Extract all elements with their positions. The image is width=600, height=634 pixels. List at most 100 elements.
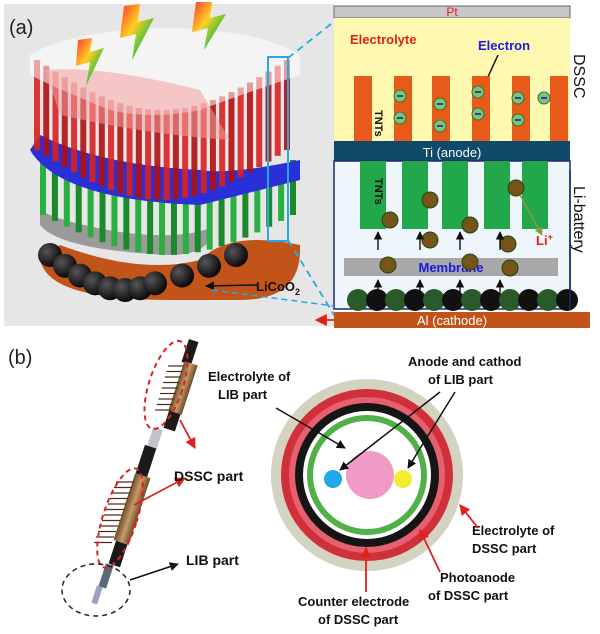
green-rod-3d (206, 194, 213, 250)
green-tnt-bar (484, 161, 510, 229)
licoo2-arrow (205, 281, 259, 291)
lithium-ions: +++++++++ (379, 179, 525, 277)
green-rod-3d (63, 171, 70, 227)
lib-anode-dot (324, 470, 342, 488)
red-rod-3d (163, 109, 170, 200)
fiber-segment (108, 540, 128, 568)
li-ion-particle (501, 259, 519, 277)
fiber-segment (181, 339, 199, 365)
ion-arrows (373, 194, 543, 296)
li-ion-plus-sign: + (467, 257, 473, 269)
lightning-bolt-icon (192, 2, 226, 50)
licoo2-ball-3d (170, 263, 194, 288)
licoo2-particle (480, 289, 502, 311)
red-rod-3d (108, 100, 115, 191)
li-ion-particle (461, 253, 479, 271)
green-rod-3d (170, 199, 177, 255)
green-rod-3d (75, 177, 82, 233)
red-rod-3d (117, 103, 124, 194)
lightning-bolt-icon (76, 38, 104, 86)
licoo2-label: LiCoO2 (256, 279, 300, 297)
green-rod-3d (111, 191, 118, 247)
green-rod-3d (40, 160, 46, 215)
ti-anode-label: Ti (anode) (423, 145, 482, 160)
green-rod-3d (194, 197, 201, 253)
red-rod-3d (43, 65, 50, 156)
licoo2-ball-3d (143, 271, 167, 296)
red-rod-3d (71, 82, 78, 173)
panel-b-label: (b) (8, 347, 32, 369)
red-rod-3d (237, 87, 244, 178)
al-cathode-label: Al (cathode) (417, 313, 487, 328)
li-battery-side-label: Li-battery (570, 186, 587, 253)
green-rod-3d (99, 187, 106, 243)
red-rod-3d (219, 96, 226, 187)
photoanode-arrow (419, 529, 441, 573)
licoo2-link (211, 289, 335, 307)
transparent-cover-3d (45, 69, 230, 140)
green-rod-3d (159, 199, 166, 255)
dssc-part-highlight-top (143, 339, 189, 431)
fiber-segment (168, 361, 198, 415)
fiber-segment (91, 585, 103, 605)
licoo2-particle (404, 289, 426, 311)
green-rod-3d (290, 160, 296, 215)
green-rod-3d (218, 191, 225, 247)
electrolyte-region (334, 18, 570, 142)
green-rod-3d (230, 187, 237, 243)
li-ion-plus-sign: + (507, 263, 513, 275)
red-rod-3d (98, 96, 105, 187)
orange-tnt-bar (512, 76, 530, 142)
li-ion-plus-sign: + (427, 235, 433, 247)
green-rod-3d (123, 194, 130, 250)
licoo2-particle (442, 289, 464, 311)
licoo2-particle (499, 289, 521, 311)
licoo2-particle (385, 289, 407, 311)
li-ion-plus-sign: + (427, 195, 433, 207)
fiber-segment (147, 426, 163, 450)
li-ion-plus-sign: + (385, 260, 391, 272)
green-rod-3d (182, 198, 189, 254)
red-rod-3d (191, 105, 198, 196)
orange-tnt-bar (550, 76, 568, 142)
red-rod-3d (172, 109, 179, 200)
red-rod-3d (246, 82, 253, 173)
licoo2-ball-3d (197, 253, 221, 278)
green-tnt-bar (522, 161, 548, 229)
lib-cathode-dot (394, 470, 412, 488)
fiber-segment (163, 410, 181, 432)
lib-part-highlight (61, 563, 131, 617)
panel-a-3d-illustration: LiCoO2 (a) (4, 2, 334, 326)
orange-tnt-bar (354, 76, 372, 142)
li-ion-plus-sign: + (505, 239, 511, 251)
electrolyte-dssc-arrow (459, 504, 479, 529)
electron-label: Electron (478, 38, 530, 53)
red-rod-3d (89, 92, 96, 183)
green-tnt-rods-3d (40, 160, 296, 255)
red-rod-3d (52, 71, 59, 162)
dssc-arrow-bottom (133, 477, 186, 506)
electrolyte-label: Electrolyte (350, 32, 416, 47)
lib-arrow (129, 562, 179, 581)
green-rod-3d (278, 165, 285, 221)
li-ion-particle (507, 179, 525, 197)
red-rod-3d (228, 92, 235, 183)
dssc-part-label: DSSC part (174, 468, 244, 484)
red-rod-3d (256, 77, 263, 168)
dssc-side-label: DSSC (570, 54, 587, 98)
li-ion-particle (421, 191, 439, 209)
lib-part-label: LIB part (186, 552, 239, 568)
zoom-line-bottom (287, 239, 337, 319)
anode-arrow (339, 391, 441, 471)
cathode-arrow (407, 391, 456, 469)
core (346, 451, 394, 499)
li-ion-plus-sign: + (467, 220, 473, 232)
li-ion-particle (381, 211, 399, 229)
dssc-arrow-top (179, 419, 196, 449)
pt-label: Pt (446, 5, 458, 19)
